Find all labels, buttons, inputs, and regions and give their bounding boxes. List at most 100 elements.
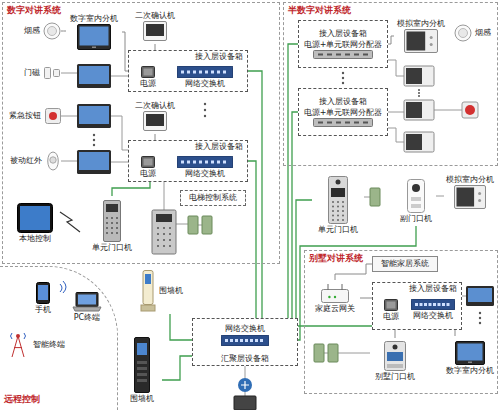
equipment-box: 接入层设备箱电源网络交换机 (128, 50, 248, 92)
monitor-screen (79, 152, 109, 170)
device-node: 门磁 (5, 62, 61, 84)
amon-part (478, 199, 481, 202)
smoke-part (459, 29, 468, 38)
box-label: 接入层设备箱 (319, 97, 367, 106)
device-node: 数字室内分机 (444, 336, 496, 380)
device-label: 二次确认机 (135, 101, 175, 110)
panel2-part (332, 210, 334, 212)
network-line (162, 356, 192, 380)
laptop-part (73, 307, 101, 311)
switch-part (205, 70, 208, 73)
device-node: 数字室内分机 (66, 10, 122, 54)
system-label: 智能家居系统 (381, 259, 429, 268)
monitor-icon (77, 24, 111, 50)
laptop-part (76, 292, 98, 306)
panel-icon (103, 200, 121, 242)
box-heading: 接入层设备箱 (195, 52, 243, 61)
device-label: 本地控制 (19, 234, 51, 243)
switch-part (211, 70, 214, 73)
device-label: 数字室内分机 (70, 14, 118, 23)
amon-part (478, 192, 481, 195)
amon-part (457, 188, 475, 207)
panel-part (116, 222, 118, 224)
ellipsis-dot (418, 92, 420, 94)
keypad-key (163, 239, 165, 241)
smoke-icon (43, 22, 61, 40)
tall-part (137, 373, 147, 376)
panel-part (106, 204, 118, 212)
panel2-part (332, 219, 334, 221)
power-part (142, 156, 155, 167)
device-label: 网络交换机 (225, 324, 265, 333)
wireless-bolt (60, 212, 80, 232)
device-node: 网络交换机 (408, 296, 458, 324)
router-part (328, 284, 342, 290)
pir-part (50, 157, 56, 163)
switch-part (187, 160, 190, 163)
ellipsis-dot (342, 72, 344, 74)
mini-part (144, 112, 167, 131)
keypad-key (163, 245, 165, 247)
power-part (144, 68, 153, 75)
device-label: 门磁 (24, 68, 40, 77)
emergency-button-cap (465, 105, 475, 115)
network-line (112, 182, 150, 196)
switch-icon (221, 335, 269, 346)
switch-part (193, 160, 196, 163)
smoke-part (48, 27, 57, 36)
button-part (45, 109, 60, 124)
device-label: 模拟室内分机 (397, 19, 445, 28)
keypad-key (169, 239, 171, 241)
network-line (292, 112, 298, 318)
switch-part (177, 156, 233, 168)
device-label: 烟感 (475, 28, 491, 37)
monitor-frame (466, 286, 494, 306)
kiosk-part (141, 305, 155, 311)
box-label: 汇聚层设备箱 (221, 354, 269, 363)
monitor-part (468, 361, 472, 363)
ellipsis-dot (204, 109, 206, 111)
tall-part (137, 367, 147, 370)
phone-icon (36, 282, 50, 304)
device-label: 二次确认机 (135, 11, 175, 20)
ellipsis-dot (479, 312, 481, 314)
monitor-screen (79, 106, 109, 124)
system-tag: 电梯控制系统 (180, 190, 246, 206)
device-label: 手机 (35, 305, 51, 314)
door2-part (408, 179, 425, 212)
tablet-part (20, 206, 50, 230)
splitter-part (363, 121, 368, 123)
network-line (248, 161, 256, 318)
panel-part (111, 222, 113, 224)
router-arrows (241, 381, 249, 389)
splitter-part (327, 53, 332, 55)
device-node: 围墙机 (122, 334, 162, 406)
keypad-key (169, 233, 171, 235)
signal-wire (111, 76, 128, 162)
splitter-part (314, 118, 373, 126)
device-node: PC终端 (64, 290, 110, 324)
device-label: 模拟室内分机 (446, 175, 494, 184)
smoke-part (455, 25, 471, 41)
switch-part (433, 303, 436, 306)
door2-part (411, 197, 421, 201)
system-tag: 智能家居系统 (372, 256, 438, 272)
device-node: 被动红外 (5, 150, 61, 172)
monitor-part (78, 25, 111, 50)
equipment-box: 接入层设备箱电源+单元联网分配器 (298, 20, 388, 68)
keypad-panel (152, 210, 176, 254)
power-icon (384, 299, 398, 311)
network-line (170, 314, 192, 340)
splitter-part (314, 50, 373, 58)
splitter-part (336, 53, 341, 55)
smoke-icon (454, 24, 472, 42)
mini-part (146, 114, 164, 126)
panel2-part (342, 205, 344, 207)
equipment-box: 接入层设备箱电源+单元联网分配器 (298, 88, 388, 136)
device-node: 电源 (134, 64, 162, 90)
kiosk-part (145, 274, 151, 284)
splitter-icon (313, 50, 373, 59)
keypad-key (169, 227, 171, 229)
amon-part (430, 36, 433, 39)
